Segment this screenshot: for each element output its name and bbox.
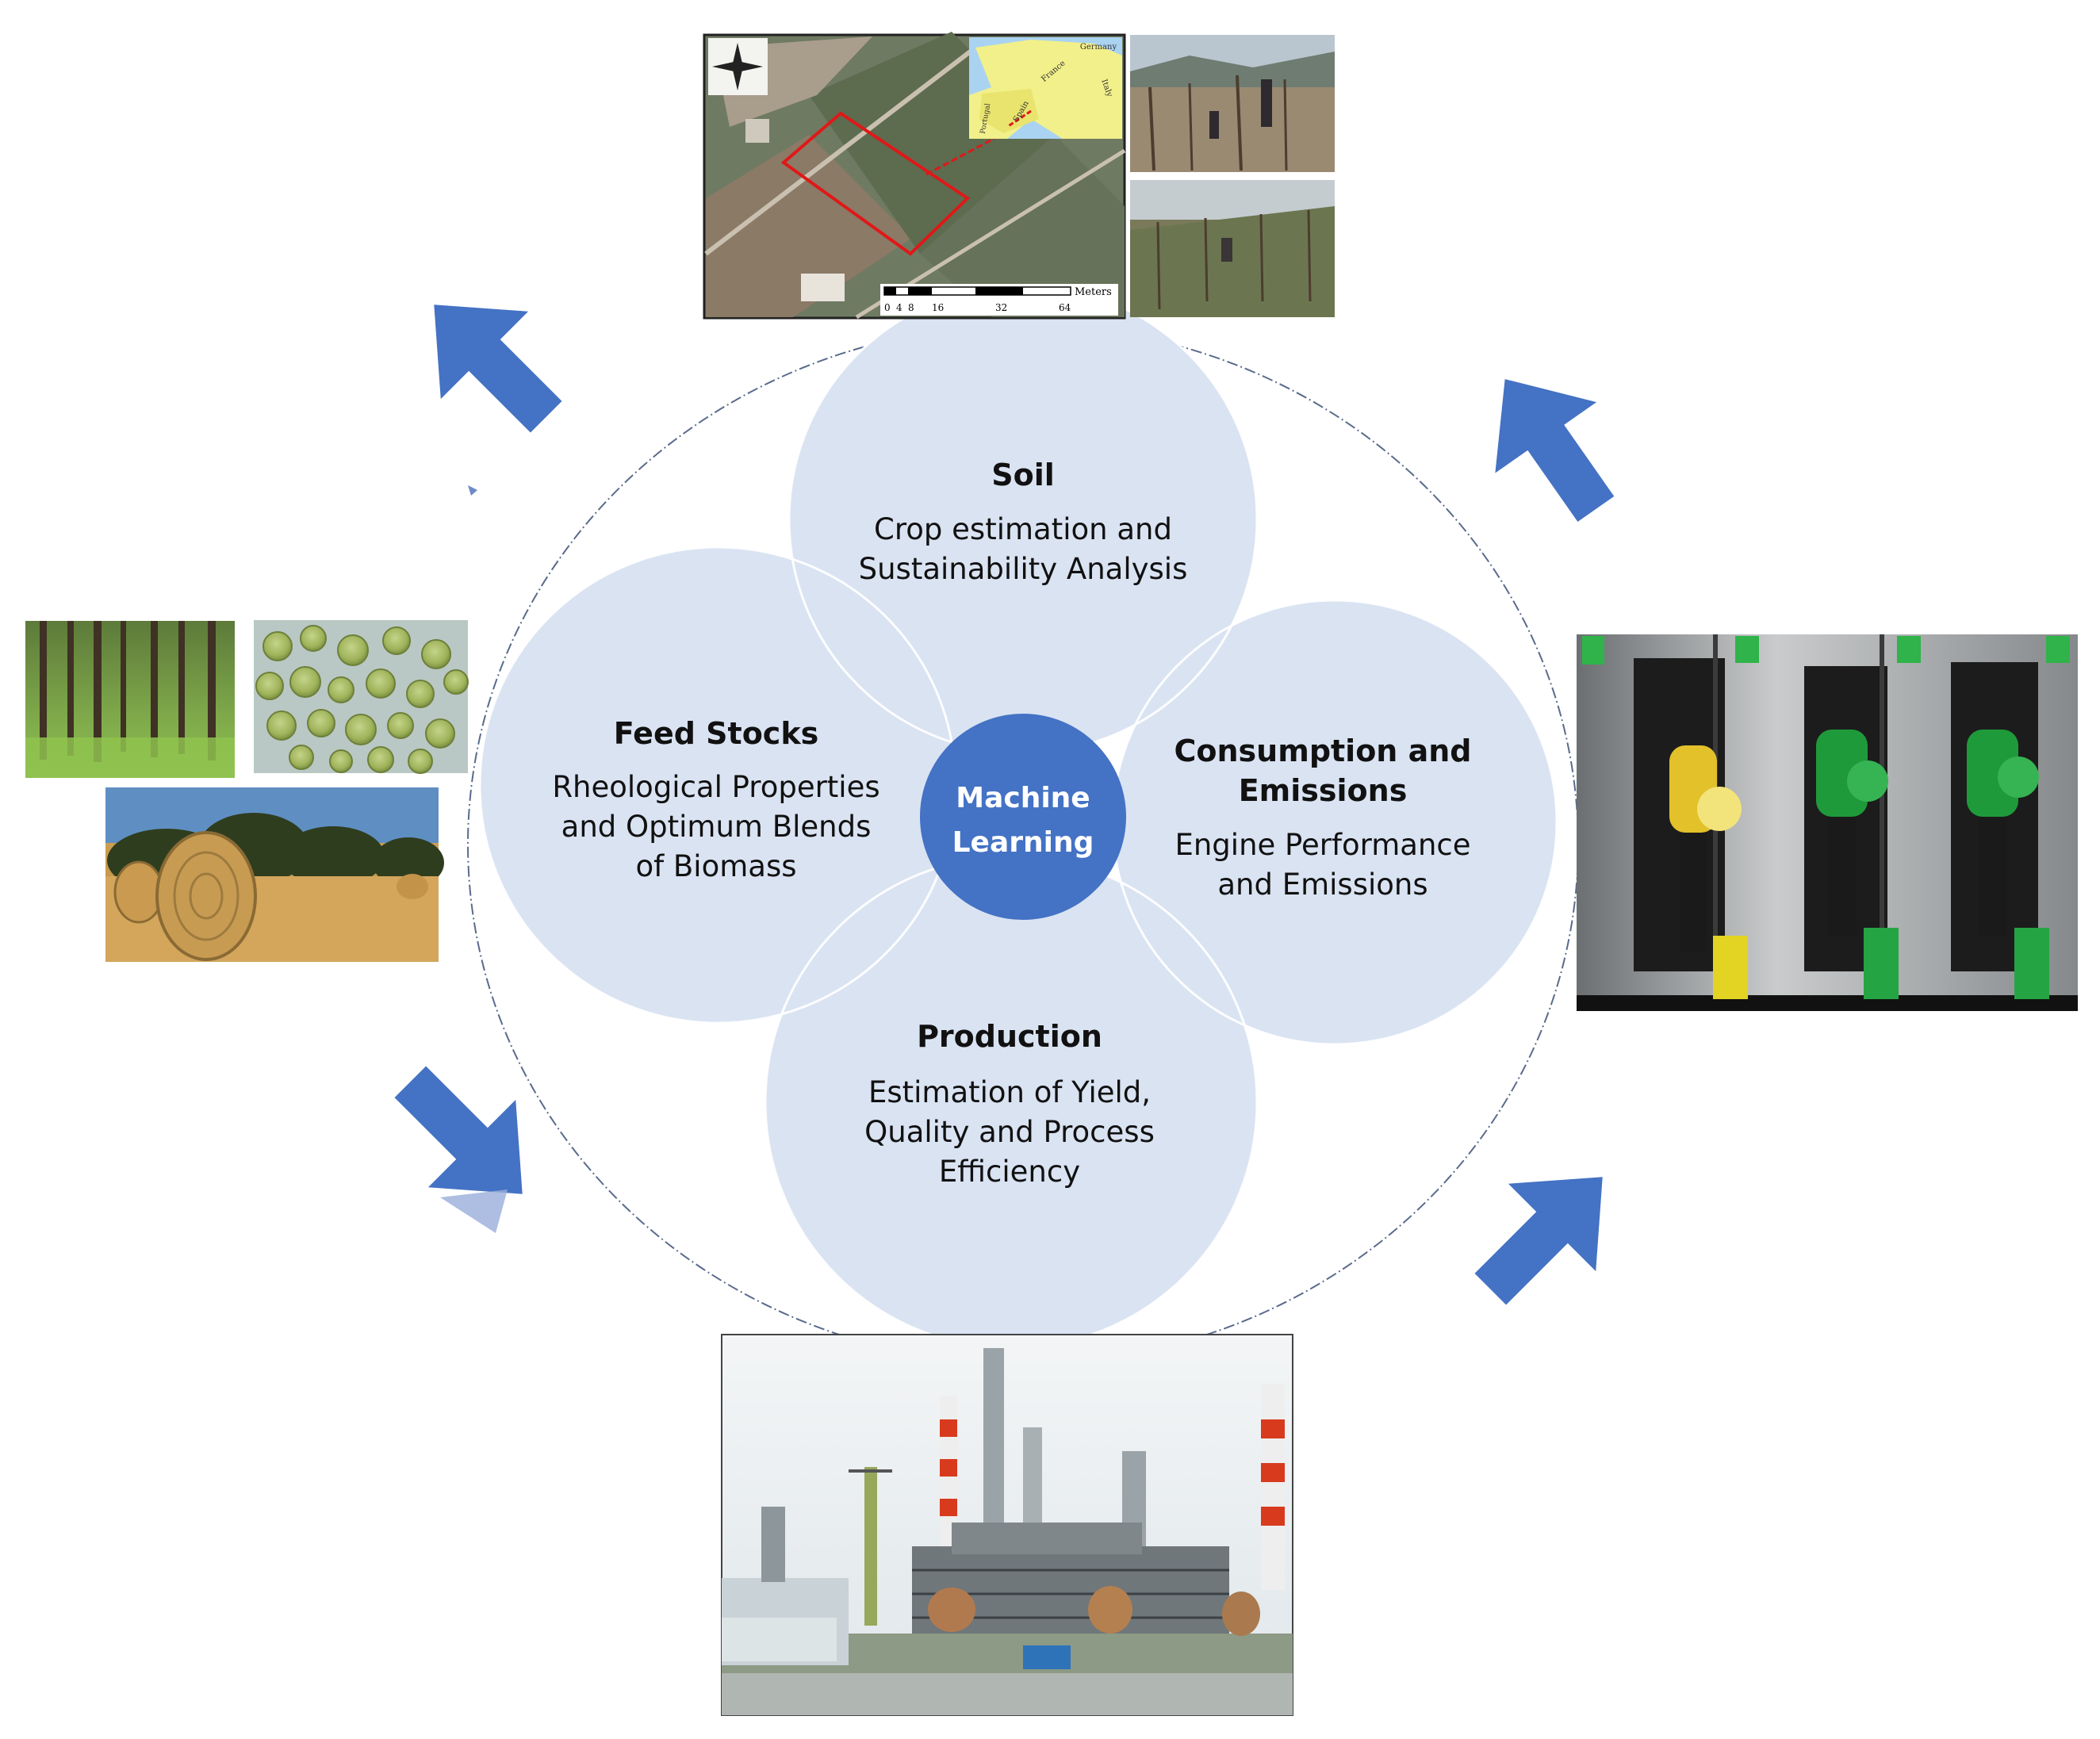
production-desc-line1: Estimation of Yield,: [868, 1075, 1151, 1109]
arrow-lower-right: [1474, 1177, 1603, 1305]
orchard-rows-photo: [1130, 180, 1335, 317]
arrow-upper-left: [434, 305, 562, 433]
scale-label: Meters: [1075, 286, 1112, 298]
fuel-pumps-photo: [1577, 634, 2078, 1011]
scale-tick-16: 16: [932, 302, 944, 313]
hay-bales-photo: [105, 787, 444, 962]
scale-tick-0: 0: [884, 302, 891, 313]
forest-photo: [25, 621, 235, 778]
soil-title: Soil: [991, 458, 1055, 492]
arrow-shadow: [440, 1189, 508, 1233]
scale-tick-8: 8: [908, 302, 914, 313]
consumption-title-line2: Emissions: [1239, 773, 1408, 808]
refinery-photo: [721, 1334, 1293, 1716]
soil-desc-line1: Crop estimation and: [874, 512, 1172, 546]
feedstocks-title: Feed Stocks: [614, 716, 818, 751]
consumption-petal: [1113, 600, 1557, 1044]
soil-petal: [789, 285, 1257, 753]
feedstocks-desc-line1: Rheological Properties: [552, 770, 879, 804]
microalgae-photo: [254, 620, 469, 774]
arrow-lower-left: [394, 1066, 523, 1194]
scale-tick-32: 32: [995, 302, 1007, 313]
inset-label-germany: Germany: [1080, 43, 1117, 52]
arrow-fragment: [468, 485, 477, 496]
arrow-upper-right: [1495, 379, 1615, 522]
consumption-desc-line2: and Emissions: [1217, 868, 1427, 902]
orchard-workers-photo: [1130, 35, 1335, 172]
soil-desc-line2: Sustainability Analysis: [859, 552, 1188, 586]
production-desc-line3: Efficiency: [939, 1155, 1080, 1189]
production-petal: [765, 856, 1257, 1348]
europe-inset-map: Germany France Italy Portugal Spain: [969, 37, 1122, 139]
machine-learning-center: [920, 714, 1126, 920]
production-desc-line2: Quality and Process: [864, 1115, 1155, 1149]
soil-aerial-map-photo: Germany France Italy Portugal Spain Mete…: [703, 32, 1126, 320]
center-label-line2: Learning: [952, 826, 1094, 859]
consumption-desc-line1: Engine Performance: [1175, 828, 1470, 862]
production-title: Production: [917, 1019, 1102, 1054]
feedstocks-petal: [480, 547, 956, 1023]
center-label-line1: Machine: [956, 782, 1090, 814]
scale-tick-64: 64: [1059, 302, 1071, 313]
feedstocks-desc-line3: of Biomass: [636, 849, 797, 883]
scale-tick-4: 4: [896, 302, 902, 313]
feedstocks-desc-line2: and Optimum Blends: [561, 810, 872, 844]
map-scale-bar: Meters 0 4 8 16 32 64: [880, 284, 1118, 316]
consumption-title-line1: Consumption and: [1175, 734, 1472, 768]
